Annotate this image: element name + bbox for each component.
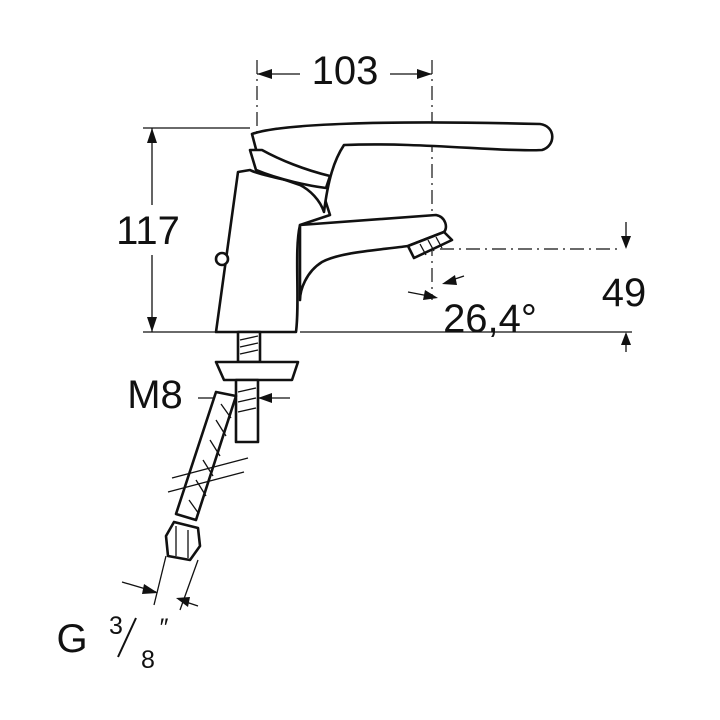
dimension-117: 117 xyxy=(116,127,250,333)
dimension-label-g-numerator: 3 xyxy=(109,612,123,640)
dimension-label-49: 49 xyxy=(602,271,647,315)
dimension-label-angle: 26,4° xyxy=(443,297,537,341)
mounting-hardware xyxy=(214,330,300,444)
faucet-body xyxy=(214,121,554,334)
dimension-103: 103 xyxy=(256,49,433,330)
dimension-g38: G 3 8 ″ xyxy=(56,555,199,674)
dimension-label-m8: M8 xyxy=(127,373,183,417)
dimension-m8: M8 xyxy=(127,373,290,417)
dimension-angle: 26,4° xyxy=(407,275,537,341)
dimension-label-103: 103 xyxy=(312,49,379,93)
flexible-hose xyxy=(164,390,249,562)
dimension-label-g-inch-mark: ″ xyxy=(160,614,169,642)
dimension-label-117: 117 xyxy=(116,209,180,253)
dimension-label-g-denominator: 8 xyxy=(141,646,155,674)
dimension-49: 49 xyxy=(440,222,646,352)
dimension-label-g: G xyxy=(56,617,87,661)
